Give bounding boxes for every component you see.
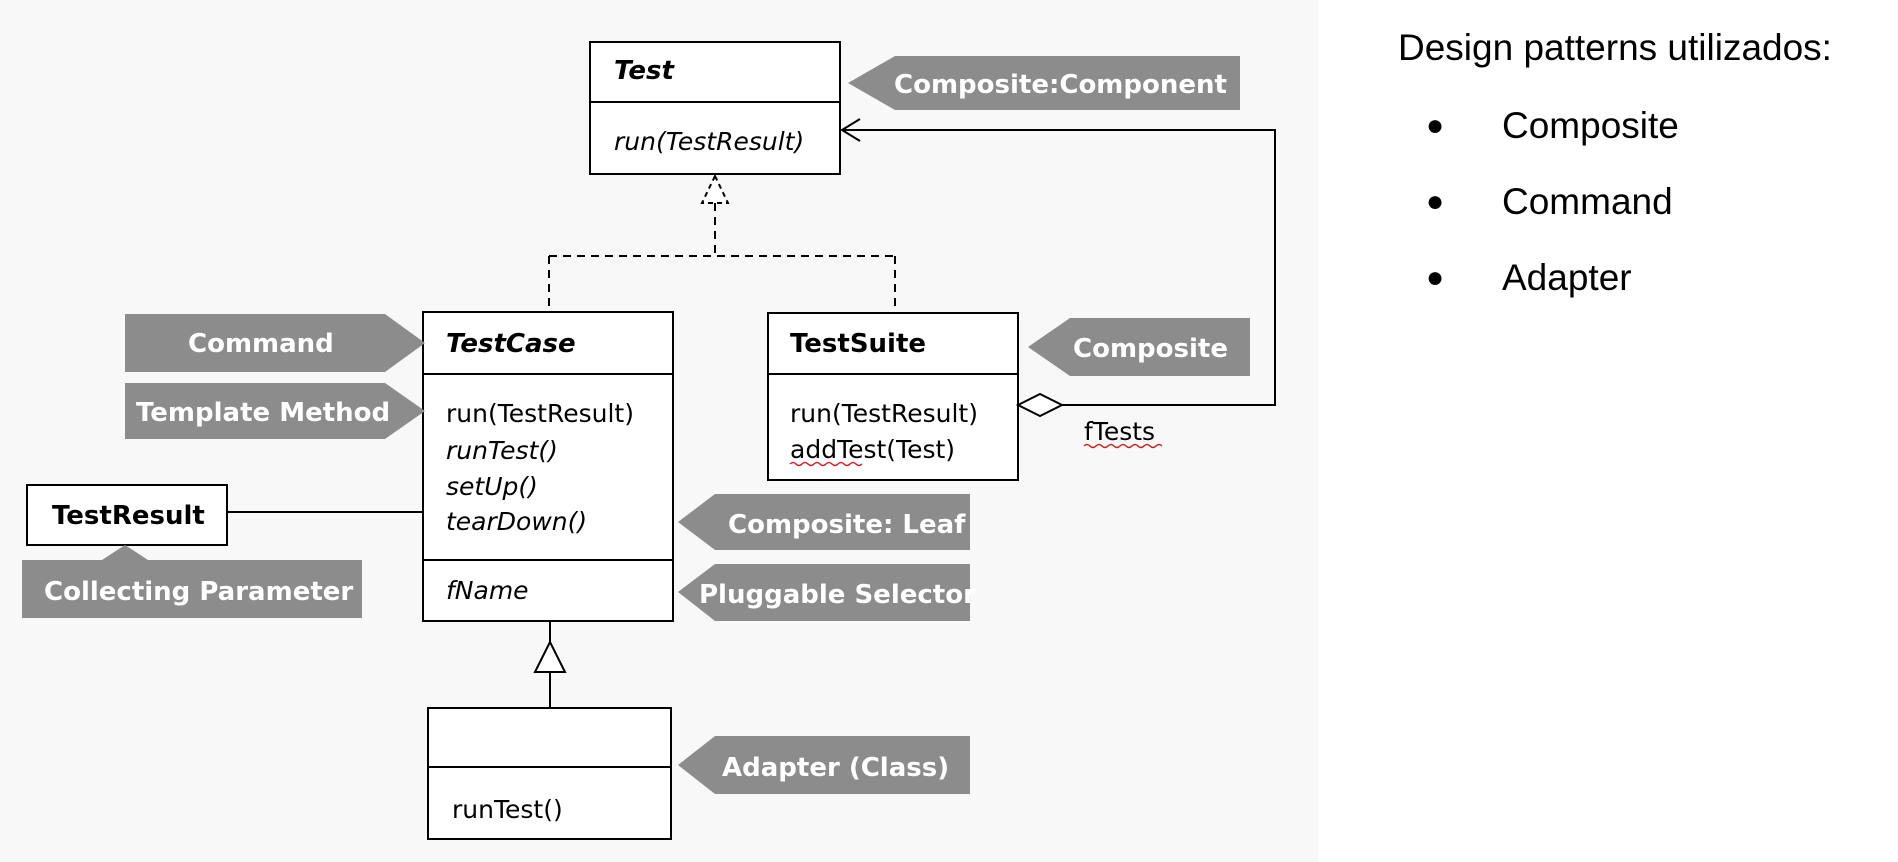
tag-template-method-label: Template Method <box>136 398 390 428</box>
spellcheck-squiggle-addtest <box>789 461 863 467</box>
association-label-ftests: fTests <box>1084 417 1155 446</box>
tag-composite-component-shape <box>848 56 1240 110</box>
class-testcase: TestCase run(TestResult) runTest() setUp… <box>422 311 674 622</box>
aggregation-diamond <box>1015 392 1065 418</box>
class-subclass-box <box>427 707 672 840</box>
design-patterns-panel: Design patterns utilizados: ● Composite ●… <box>1398 20 1898 316</box>
list-item-label: Adapter <box>1502 257 1632 298</box>
tag-composite-component: Composite:Component <box>848 56 1240 110</box>
tag-composite-leaf: Composite: Leaf <box>678 494 970 550</box>
generalization-arrowhead <box>533 639 567 673</box>
tag-template-method: Template Method <box>125 383 425 439</box>
list-item-label: Composite <box>1502 105 1679 146</box>
design-patterns-heading: Design patterns utilizados: <box>1398 27 1832 68</box>
class-testcase-method-run: run(TestResult) <box>446 399 634 428</box>
class-test: Test run(TestResult) <box>589 41 841 175</box>
aggregation-connector: fTests <box>840 118 1276 449</box>
generalization-connector <box>533 621 567 708</box>
list-item: ● Adapter <box>1398 240 1898 316</box>
tag-collecting-parameter-shape <box>22 545 362 618</box>
tag-command-label: Command <box>188 329 334 359</box>
tag-composite-label: Composite <box>1073 334 1228 364</box>
class-subclass-method-runtest: runTest() <box>452 795 563 824</box>
tag-adapter-class-shape <box>678 736 970 794</box>
tag-pluggable-selector-label: Pluggable Selector <box>699 580 976 610</box>
class-testsuite-method-run: run(TestResult) <box>790 399 978 428</box>
bullet-icon: ● <box>1426 261 1445 294</box>
bullet-icon: ● <box>1426 109 1445 142</box>
tag-template-method-shape <box>125 383 425 439</box>
class-testcase-method-teardown: tearDown() <box>446 507 587 536</box>
class-testcase-name: TestCase <box>446 329 576 359</box>
class-testsuite-name: TestSuite <box>790 329 926 359</box>
class-testsuite-method-addtest: addTest(Test) <box>790 435 955 464</box>
tag-adapter-class-label: Adapter (Class) <box>722 753 949 783</box>
class-testsuite-box <box>767 312 1019 481</box>
class-test-box <box>589 41 841 175</box>
class-testresult-box <box>26 484 228 546</box>
class-testcase-field-fname: fName <box>446 576 529 605</box>
design-patterns-list: ● Composite ● Command ● Adapter <box>1398 88 1898 316</box>
list-item-label: Command <box>1502 181 1673 222</box>
spellcheck-squiggle-ftests <box>1083 443 1163 449</box>
tag-composite-component-label: Composite:Component <box>894 70 1227 100</box>
class-test-name: Test <box>614 56 675 86</box>
class-testresult-name: TestResult <box>52 501 205 531</box>
list-item: ● Composite <box>1398 88 1898 164</box>
class-testcase-method-setup: setUp() <box>446 472 538 501</box>
bullet-icon: ● <box>1426 185 1445 218</box>
realization-arrowhead <box>700 173 730 204</box>
tag-command-shape <box>125 314 425 372</box>
tag-collecting-parameter: Collecting Parameter <box>22 545 362 618</box>
tag-pluggable-selector: Pluggable Selector <box>678 564 976 621</box>
class-testcase-method-runtest: runTest() <box>446 436 558 465</box>
aggregation-line <box>842 129 1276 406</box>
tag-adapter-class: Adapter (Class) <box>678 736 970 794</box>
uml-class-diagram: Test run(TestResult) TestCase run(TestRe… <box>22 41 1276 840</box>
tag-composite-leaf-shape <box>678 494 970 550</box>
aggregation-arrowhead <box>840 118 861 142</box>
tag-composite: Composite <box>1028 318 1250 376</box>
tag-collecting-parameter-label: Collecting Parameter <box>44 577 353 607</box>
list-item: ● Command <box>1398 164 1898 240</box>
class-subclass: runTest() <box>427 707 672 840</box>
class-testsuite: TestSuite run(TestResult) addTest(Test) <box>767 312 1019 481</box>
realization-connector <box>548 173 896 312</box>
tag-composite-leaf-label: Composite: Leaf <box>728 510 966 540</box>
class-testcase-box <box>422 311 674 622</box>
tag-command: Command <box>125 314 425 372</box>
tag-pluggable-selector-shape <box>678 564 970 621</box>
class-testresult: TestResult <box>26 484 423 546</box>
uml-diagram-panel: Test run(TestResult) TestCase run(TestRe… <box>22 41 1276 840</box>
tag-composite-shape <box>1028 318 1250 376</box>
class-test-method: run(TestResult) <box>614 127 804 156</box>
